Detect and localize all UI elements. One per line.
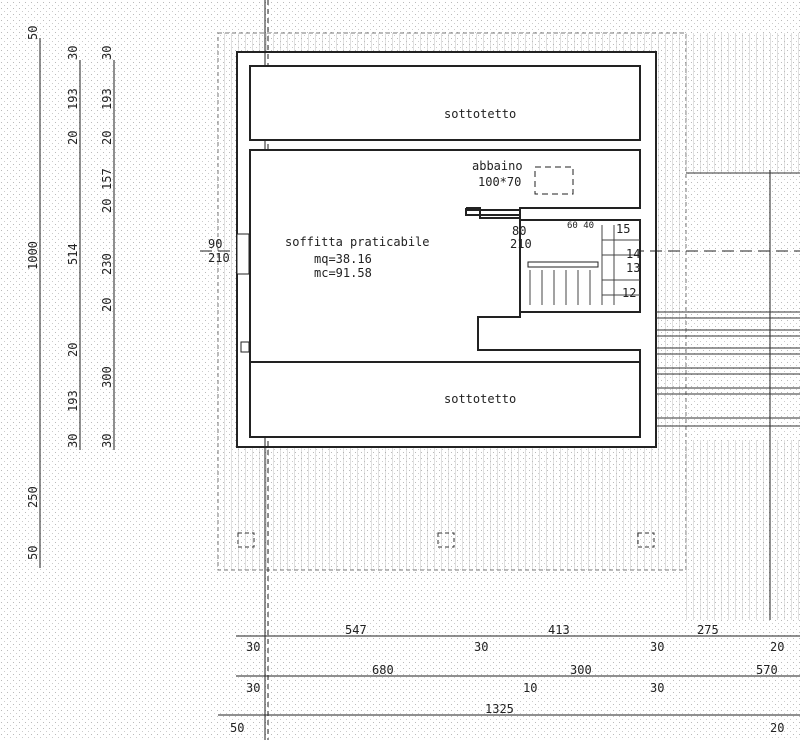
dimension-label: 193 [66,88,80,110]
staircase[interactable]: 15 14 13 12 60 40 [519,219,641,313]
wall-stub [466,207,521,219]
roof-beams [656,172,800,427]
dimension-label: 300 [570,663,592,677]
dimension-label: 20 [100,199,114,213]
dimension-label: 514 [66,243,80,265]
left-dimensions: 50 1000 250 50 30 193 20 514 20 193 30 3… [26,26,115,568]
dimension-label: 193 [66,390,80,412]
step-number: 14 [626,247,640,261]
dimension-label: 20 [100,298,114,312]
dimension-label: 30 [100,46,114,60]
dimension-label: 30 [66,46,80,60]
dimension-label: 20 [770,721,784,735]
dimension-label: 157 [100,168,114,190]
dimension-label: 413 [548,623,570,637]
step-number: 12 [622,286,636,300]
dimension-label: 50 [26,546,40,560]
dimension-label: 30 [650,640,664,654]
dimension-label: 30 [246,640,260,654]
dimension-label: 275 [697,623,719,637]
dimension-label: 250 [26,486,40,508]
window-width: 90 [208,237,222,251]
dimension-label: 1325 [485,702,514,716]
step-number: 15 [616,222,630,236]
vent-marker [637,532,655,548]
room-label-main: soffitta praticabile [285,235,430,249]
step-number: 13 [626,261,640,275]
dimension-label: 570 [756,663,778,677]
dimension-label: 30 [246,681,260,695]
room-label-bottom: sottotetto [444,392,516,406]
skylight-size: 100*70 [478,175,521,189]
dimension-label: 300 [100,366,114,388]
dimension-label: 680 [372,663,394,677]
small-opening [240,341,250,353]
dimension-label: 20 [66,131,80,145]
vent-marker [437,532,455,548]
dimension-label: 30 [100,434,114,448]
dimension-label: 30 [650,681,664,695]
door-width: 80 [512,224,526,238]
vent-marker [237,532,255,548]
dimension-label: 1000 [26,241,40,270]
room-top-attic [249,65,641,141]
room-area: mq=38.16 [314,252,372,266]
left-window [236,233,250,275]
dimension-label: 30 [66,434,80,448]
dimension-label: 20 [100,131,114,145]
dimension-label: 20 [770,640,784,654]
dimension-label: 10 [523,681,537,695]
room-label-top: sottotetto [444,107,516,121]
skylight-label: abbaino [472,159,523,173]
room-bottom-attic [249,361,641,438]
dimension-label: 50 [230,721,244,735]
dimension-label: 193 [100,88,114,110]
room-volume: mc=91.58 [314,266,372,280]
window-height: 210 [208,251,230,265]
room-main-attic [249,149,641,363]
stair-small-dims: 60 40 [567,221,594,231]
dimension-label: 30 [474,640,488,654]
skylight [534,166,574,195]
dimension-label: 230 [100,253,114,275]
dimension-label: 20 [66,343,80,357]
door-height: 210 [510,237,532,251]
dimension-label: 50 [26,26,40,40]
dimension-label: 547 [345,623,367,637]
bottom-dimensions: 547 413 275 30 30 30 20 680 300 570 30 1… [218,623,800,735]
